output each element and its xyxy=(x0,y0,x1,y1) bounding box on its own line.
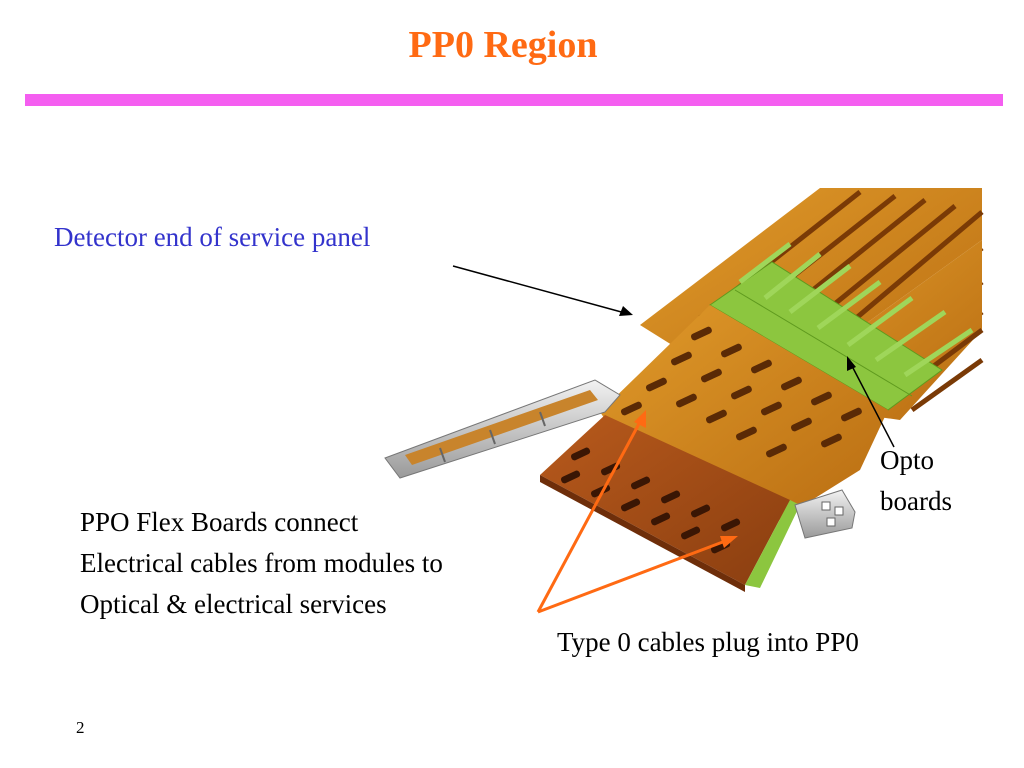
opto-boards-callout: Opto boards xyxy=(880,440,952,522)
type0-cables-callout: Type 0 cables plug into PP0 xyxy=(557,627,859,657)
right-connector xyxy=(794,489,856,539)
opto-line-1: Opto xyxy=(880,445,934,475)
detector-end-callout: Detector end of service panel xyxy=(54,222,371,252)
opto-boards-arrow xyxy=(847,356,895,448)
detector-end-arrow xyxy=(452,265,633,316)
description-line-3: Optical & electrical services xyxy=(80,589,387,619)
slide-title: PP0 Region xyxy=(408,24,598,66)
opto-line-2: boards xyxy=(880,486,952,516)
flex-board-description: PPO Flex Boards connect Electrical cable… xyxy=(80,502,443,625)
title-rule xyxy=(25,94,1003,106)
description-line-2: Electrical cables from modules to xyxy=(80,548,443,578)
opto-boards-strip xyxy=(709,242,974,411)
left-connector xyxy=(384,379,621,479)
type0-arrows xyxy=(536,410,738,614)
page-number: 2 xyxy=(76,718,85,737)
description-line-1: PPO Flex Boards connect xyxy=(80,507,359,537)
